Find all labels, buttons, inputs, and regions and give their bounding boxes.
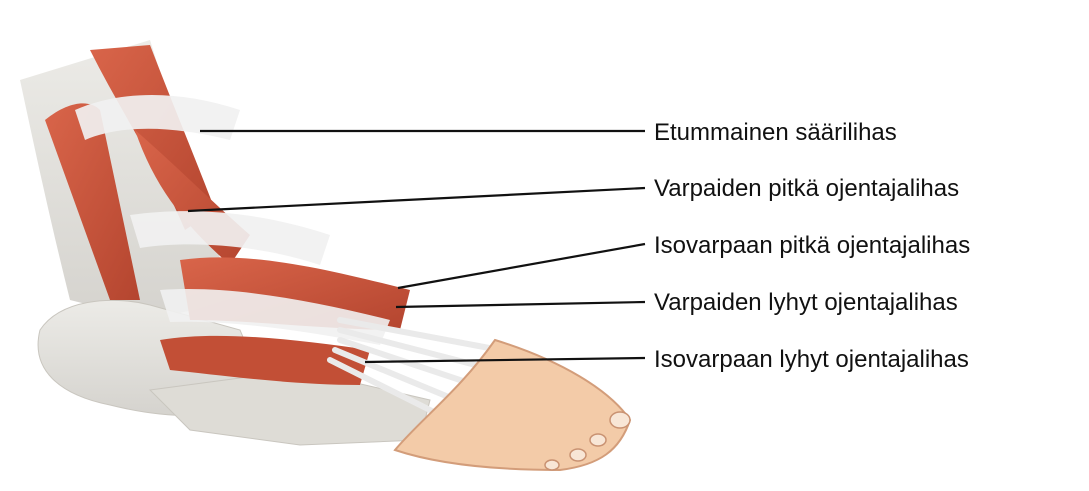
label-extensor-hallucis-brevis: Isovarpaan lyhyt ojentajalihas [654,346,969,374]
leader-line-3 [396,302,645,307]
leader-line-1 [188,188,645,211]
label-extensor-digitorum-longus: Varpaiden pitkä ojentajalihas [654,175,959,203]
leader-line-2 [398,244,645,288]
label-extensor-digitorum-brevis: Varpaiden lyhyt ojentajalihas [654,289,958,317]
label-tibialis-anterior: Etummainen säärilihas [654,119,897,147]
label-extensor-hallucis-longus: Isovarpaan pitkä ojentajalihas [654,232,970,260]
